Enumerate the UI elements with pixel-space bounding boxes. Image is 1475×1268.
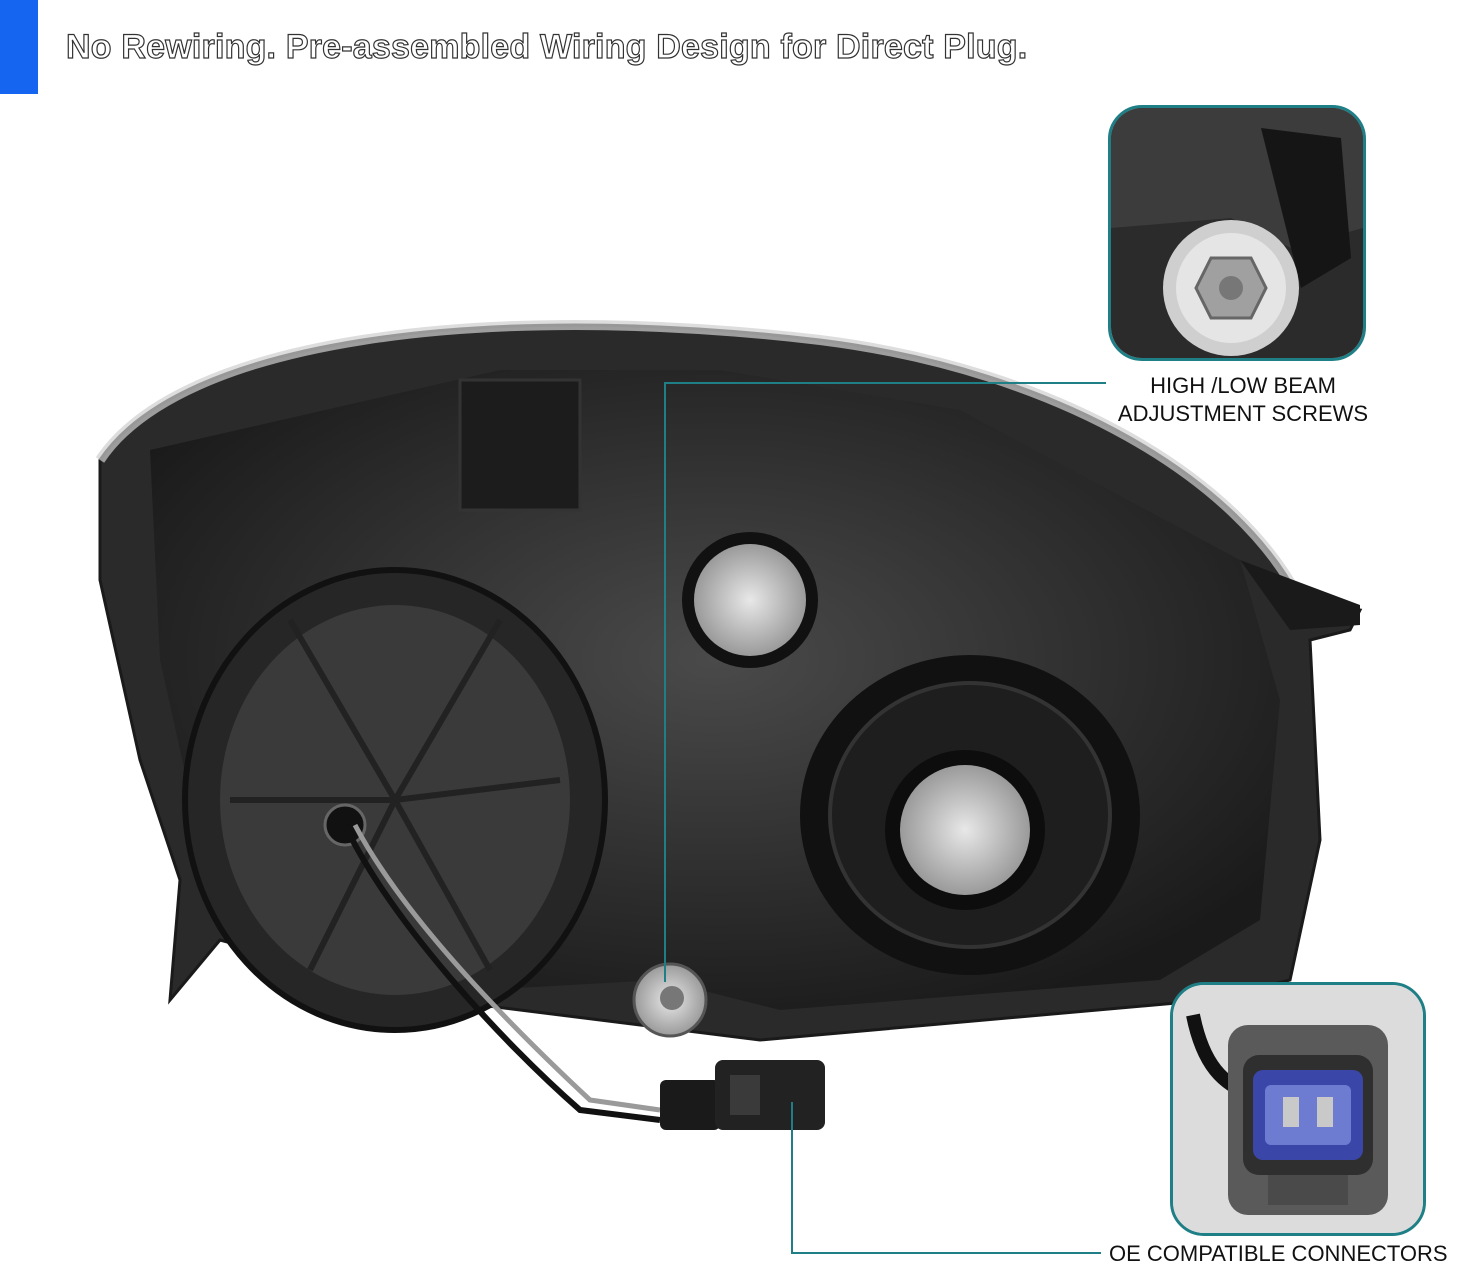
connector-inset: [1170, 982, 1426, 1236]
adjustment-leader-vertical: [664, 382, 666, 982]
connector-callout-label: OE COMPATIBLE CONNECTORS: [1109, 1241, 1448, 1266]
adjustment-label-line1: HIGH /LOW BEAM: [1150, 373, 1336, 398]
adjustment-label-line2: ADJUSTMENT SCREWS: [1117, 401, 1369, 426]
adjustment-leader-horizontal: [664, 382, 1106, 384]
headlight-assembly-image: [95, 320, 1363, 1130]
page-title: No Rewiring. Pre-assembled Wiring Design…: [65, 27, 1028, 66]
wiring-connector-closeup-icon: [1173, 985, 1423, 1233]
accent-bar: [0, 0, 38, 94]
adjustment-screw-closeup-icon: [1111, 108, 1363, 358]
connector-leader-vertical: [791, 1102, 793, 1254]
adjustment-screw-inset: [1108, 105, 1366, 361]
connector-leader-horizontal: [791, 1252, 1101, 1254]
adjustment-callout-label: HIGH /LOW BEAM ADJUSTMENT SCREWS: [1108, 372, 1378, 428]
